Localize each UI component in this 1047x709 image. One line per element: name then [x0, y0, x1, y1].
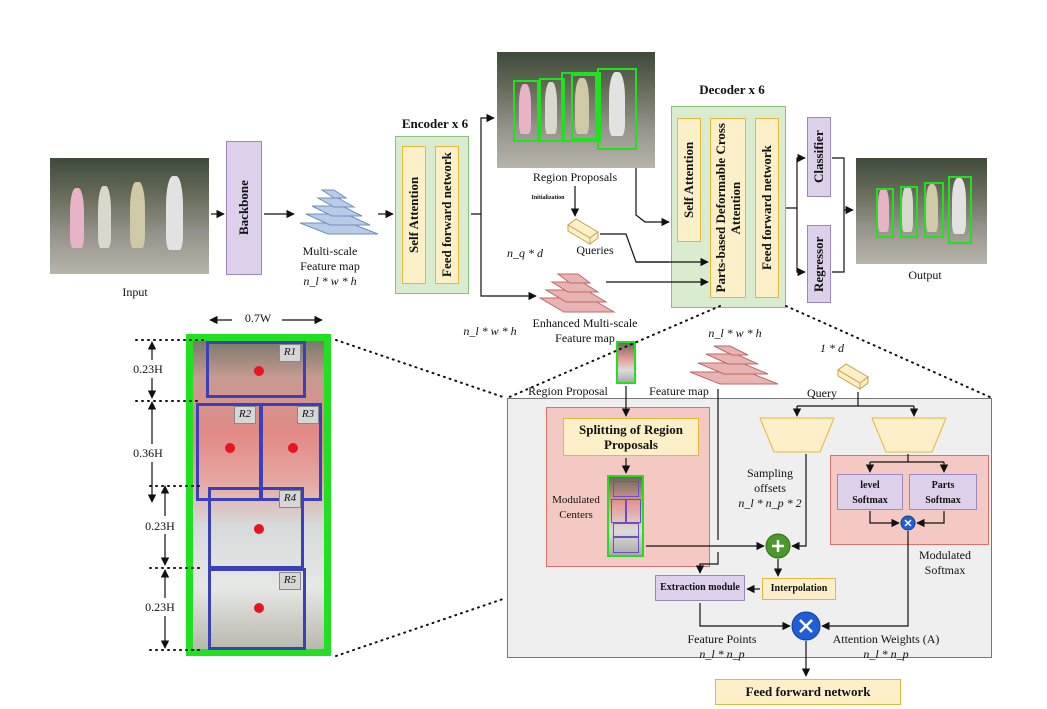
- multiscale-label: Multi-scale Feature map n_l * w * h: [290, 244, 370, 289]
- output-label: Output: [908, 268, 942, 282]
- output-image: [856, 158, 987, 264]
- region-tag-r4: R4: [279, 490, 301, 508]
- region-tag-r1: R1: [279, 344, 301, 362]
- modulated-centers-line2: Centers: [559, 509, 593, 521]
- level-softmax-block: level Softmax: [837, 474, 903, 510]
- region-tag-r5: R5: [279, 572, 301, 590]
- detail-query-dims: 1 * d: [820, 341, 844, 355]
- queries-label: Queries: [576, 243, 614, 257]
- multiscale-label-line2: Feature map: [300, 259, 360, 273]
- region-proposals-image: [497, 52, 655, 168]
- parts-softmax-line2: Softmax: [925, 495, 961, 506]
- multiscale-dims: n_l * w * h: [303, 274, 357, 288]
- splitting-block: Splitting of Region Proposals: [563, 418, 699, 456]
- enhanced-label-line1: Enhanced Multi-scale: [532, 316, 638, 330]
- feature-points-dims: n_l * n_p: [699, 647, 745, 661]
- decoder-cross-attention-line1: Parts-based Deformable Cross: [713, 123, 728, 293]
- bottom-ffn-block: Feed forward network: [715, 679, 901, 705]
- part-box-r1: [206, 341, 306, 398]
- decoder-ffn-label: Feed forward network: [759, 145, 774, 271]
- modulated-centers-label: Modulated Centers: [548, 493, 604, 523]
- part-box-r5: [208, 568, 306, 650]
- feature-points-line: Feature Points: [687, 632, 757, 646]
- decoder-cross-attention-line2: Attention: [728, 181, 743, 235]
- initialization-label: Initialization: [531, 195, 565, 201]
- attention-weights-line: Attention Weights (A): [832, 632, 940, 646]
- center-dot-r1: [254, 366, 264, 376]
- mlp-left-label: MLP: [781, 429, 813, 444]
- queries-bar-icon: [567, 218, 599, 245]
- input-image: [50, 158, 209, 274]
- crop-height-label-2: 0.36H: [133, 446, 163, 460]
- modulated-softmax-label: Modulated Softmax: [910, 548, 980, 578]
- center-dot-r5: [254, 603, 264, 613]
- center-dot-r2: [225, 443, 235, 453]
- decoder-ffn: Feed forward network: [755, 118, 779, 298]
- parts-softmax-block: Parts Softmax: [909, 474, 977, 510]
- decoder-self-attention-label: Self Attention: [681, 141, 696, 219]
- multiscale-label-line1: Multi-scale: [302, 244, 358, 258]
- encoder-self-attention: Self Attention: [402, 146, 426, 284]
- backbone-label: Backbone: [236, 180, 251, 236]
- crop-height-label-3: 0.23H: [145, 519, 175, 533]
- detail-feature-map-dims: n_l * w * h: [708, 326, 762, 340]
- center-dot-r3: [288, 443, 298, 453]
- decoder-cross-attention: Parts-based Deformable Cross Attention: [710, 118, 746, 298]
- sampling-line2: offsets: [754, 481, 786, 495]
- mlp-right-label: MLP: [893, 429, 925, 444]
- input-label: Input: [122, 285, 148, 299]
- encoder-title: Encoder x 6: [401, 116, 469, 131]
- modulated-softmax-line1: Modulated: [919, 548, 971, 562]
- attention-weights-dims: n_l * n_p: [863, 647, 909, 661]
- multiscale-stack-icon: [299, 189, 379, 235]
- parts-softmax-line1: Parts: [931, 480, 955, 491]
- crop-height-label-4: 0.23H: [145, 600, 175, 614]
- modulated-centers-thumb: [607, 475, 644, 557]
- sampling-line1: Sampling: [746, 466, 793, 480]
- attention-weights-label: Attention Weights (A) n_l * n_p: [826, 632, 946, 662]
- detail-feature-map-stack-icon: [689, 345, 779, 385]
- classifier-block: Classifier: [807, 117, 831, 197]
- crop-height-label-1: 0.23H: [133, 362, 163, 376]
- classifier-label: Classifier: [811, 130, 826, 184]
- modulated-centers-line1: Modulated: [552, 494, 600, 506]
- regressor-block: Regressor: [807, 225, 831, 303]
- region-proposals-label: Region Proposals: [532, 170, 618, 184]
- regressor-label: Regressor: [811, 236, 826, 292]
- crop-width-label: 0.7W: [244, 311, 272, 325]
- decoder-self-attention: Self Attention: [677, 118, 701, 242]
- encoder-ffn: Feed forward network: [435, 146, 459, 284]
- feature-points-label: Feature Points n_l * n_p: [680, 632, 764, 662]
- region-tag-r3: R3: [297, 406, 319, 424]
- enhanced-dims: n_l * w * h: [463, 324, 517, 338]
- sampling-offsets-label: Sampling offsets n_l * n_p * 2: [735, 466, 805, 511]
- center-dot-r4: [254, 524, 264, 534]
- region-proposal-thumb: [616, 341, 636, 384]
- detail-region-proposal-label: Region Proposal: [528, 384, 608, 398]
- splitting-line2: Proposals: [604, 437, 658, 452]
- backbone-block: Backbone: [226, 141, 262, 275]
- part-box-r4: [208, 487, 304, 569]
- interpolation-block: Interpolation: [762, 578, 836, 600]
- modulated-softmax-line2: Softmax: [924, 563, 966, 577]
- detail-feature-map-label: Feature map: [649, 384, 709, 398]
- extraction-module-block: Extraction module: [655, 575, 745, 601]
- encoder-ffn-label: Feed forward network: [439, 152, 454, 278]
- queries-dims: n_q * d: [507, 246, 543, 260]
- enhanced-stack-icon: [538, 273, 616, 313]
- decoder-title: Decoder x 6: [699, 82, 765, 97]
- level-softmax-line1: level: [860, 480, 880, 491]
- detail-query-label: Query: [807, 386, 837, 400]
- region-tag-r2: R2: [234, 406, 256, 424]
- encoder-self-attention-label: Self Attention: [406, 176, 421, 254]
- splitting-line1: Splitting of Region: [578, 422, 683, 437]
- sampling-dims: n_l * n_p * 2: [738, 496, 802, 510]
- level-softmax-line2: Softmax: [852, 495, 888, 506]
